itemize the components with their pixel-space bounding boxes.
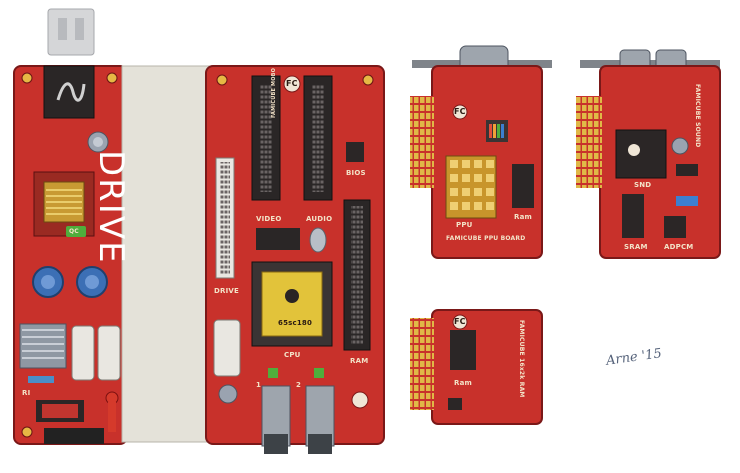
cpu-logo-icon — [285, 289, 299, 303]
ram-board-logo: FC — [454, 317, 466, 326]
sram-label: SRAM — [624, 243, 648, 251]
adpcm-label: ADPCM — [664, 243, 694, 251]
drive-bay — [121, 65, 221, 443]
ppu-ram-label: Ram — [514, 213, 533, 221]
bios-label: BIOS — [346, 169, 366, 177]
ppu-board-logo: FC — [454, 107, 466, 116]
ram-slot-label: RAM — [350, 357, 369, 365]
ppu-label: PPU — [456, 221, 473, 229]
qc-badge: QC — [69, 228, 79, 235]
ppu-board-name: FAMICUBE PPU BOARD — [446, 235, 526, 242]
drive-port-label: DRIVE — [214, 287, 240, 295]
port-2-label: 2 — [296, 381, 302, 389]
ri-label: RI — [22, 389, 31, 397]
ppu-board — [410, 45, 552, 259]
snd-label: SND — [634, 181, 652, 189]
ram-board-label: Ram — [454, 379, 473, 387]
port-1-label: 1 — [256, 381, 262, 389]
ram-board-name: FAMICUBE 16x2k RAM — [518, 320, 525, 398]
rabbit-icon — [628, 144, 640, 156]
signature-date: '15 — [640, 346, 663, 364]
ram-board — [410, 309, 543, 425]
sound-board-name: FAMICUBE SOUND — [694, 84, 701, 148]
sound-board — [576, 49, 721, 259]
sine-wave-icon — [56, 82, 86, 102]
psu-board — [13, 8, 128, 445]
power-plug-icon — [47, 8, 95, 56]
main-board-logo: FC — [286, 79, 298, 88]
main-board-name: FAMICUBE MOBO — [271, 67, 277, 118]
audio-label: AUDIO — [306, 215, 333, 223]
cpu-chip-label: 65sc180 — [278, 319, 313, 327]
main-board — [205, 65, 385, 454]
video-label: VIDEO — [256, 215, 282, 223]
cpu-label: CPU — [284, 351, 301, 359]
drive-bay-label: DRIVE — [91, 150, 131, 265]
